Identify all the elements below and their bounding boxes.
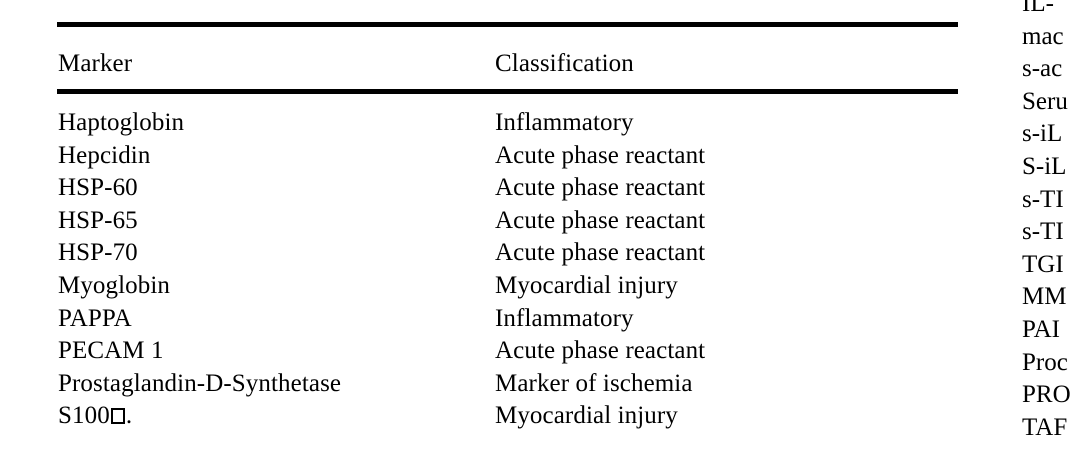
cell-marker: HSP-65 [58, 206, 138, 234]
table-row: HSP-70 Acute phase reactant [57, 238, 958, 271]
table-header-row: Marker Classification [57, 49, 958, 81]
adjacent-line: mac [1022, 22, 1064, 50]
cell-marker: HSP-70 [58, 239, 138, 267]
table-row: PAPPA Inflammatory [57, 304, 958, 337]
adjacent-line: TAF [1022, 413, 1068, 441]
table-header-rule [57, 89, 958, 94]
table-row: S100. Myocardial injury [57, 401, 958, 434]
column-header-marker: Marker [58, 50, 133, 77]
adjacent-line: s-ac [1022, 55, 1063, 83]
cell-classification: Acute phase reactant [495, 174, 706, 202]
cell-marker: HSP-60 [58, 174, 138, 202]
table-body: Haptoglobin Inflammatory Hepcidin Acute … [57, 108, 958, 434]
table-row: PECAM 1 Acute phase reactant [57, 336, 958, 369]
adjacent-line: Proc [1022, 348, 1068, 376]
cell-marker: PECAM 1 [58, 337, 164, 365]
adjacent-line: S-iL [1022, 152, 1067, 180]
marker-classification-table: Marker Classification Haptoglobin Inflam… [57, 0, 958, 456]
cell-classification: Acute phase reactant [495, 206, 706, 234]
cell-marker-suffix: . [125, 402, 133, 430]
adjacent-line: PAI [1022, 315, 1060, 343]
cell-classification: Acute phase reactant [495, 337, 706, 365]
table-row: HSP-65 Acute phase reactant [57, 206, 958, 239]
adjacent-line: MM [1022, 283, 1067, 311]
cell-classification: Acute phase reactant [495, 239, 706, 267]
table-row: Haptoglobin Inflammatory [57, 108, 958, 141]
cell-classification: Acute phase reactant [495, 141, 706, 169]
cell-marker: Haptoglobin [58, 109, 185, 136]
adjacent-line: s-TI [1022, 218, 1064, 246]
cell-classification: Inflammatory [495, 304, 634, 332]
table-top-rule [57, 22, 958, 27]
adjacent-column-clip: IL- mac s-ac Seru s-iL S-iL s-TI s-TI TG… [1022, 0, 1077, 456]
adjacent-line: IL- [1022, 0, 1054, 17]
cell-marker: PAPPA [58, 304, 132, 332]
cell-classification: Inflammatory [495, 109, 634, 136]
adjacent-line: s-iL [1022, 120, 1063, 148]
table-row: Hepcidin Acute phase reactant [57, 141, 958, 174]
cell-classification: Myocardial injury [495, 402, 678, 430]
cell-marker: Hepcidin [58, 141, 151, 169]
column-header-classification: Classification [495, 50, 634, 77]
adjacent-line: TGI [1022, 250, 1064, 278]
cell-marker: S100. [58, 401, 132, 431]
cell-classification: Myocardial injury [495, 271, 678, 299]
table-row: HSP-60 Acute phase reactant [57, 173, 958, 206]
adjacent-column-lines: IL- mac s-ac Seru s-iL S-iL s-TI s-TI TG… [1022, 0, 1077, 444]
missing-glyph-box-icon [110, 408, 125, 425]
adjacent-line: s-TI [1022, 185, 1064, 213]
adjacent-line: PRO [1022, 381, 1071, 409]
cell-marker-text: S100 [58, 402, 110, 430]
cell-marker: Prostaglandin-D-Synthetase [58, 369, 342, 397]
cell-classification: Marker of ischemia [495, 369, 693, 397]
cell-marker: Myoglobin [58, 271, 171, 299]
adjacent-line: Seru [1022, 87, 1068, 115]
table-row: Myoglobin Myocardial injury [57, 271, 958, 304]
table-row: Prostaglandin-D-Synthetase Marker of isc… [57, 369, 958, 402]
